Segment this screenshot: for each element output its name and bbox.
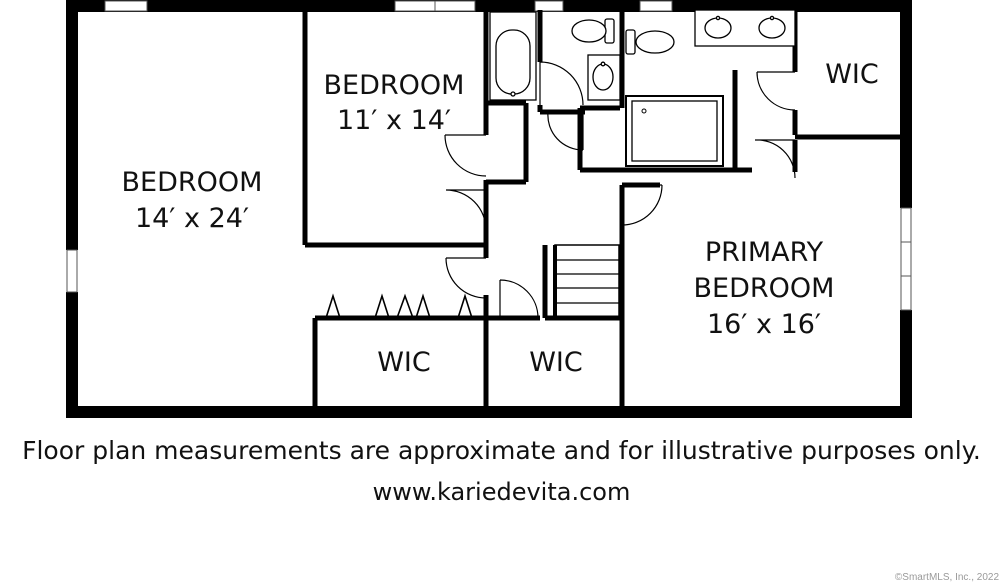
bedroom-mid-size: 11′ x 14′ [337, 105, 451, 136]
shower-icon [625, 95, 724, 167]
closet-bifold-doors [325, 293, 473, 319]
wic-top-right-label: WIC [825, 59, 879, 90]
interior-walls [302, 10, 906, 412]
disclaimer-text: Floor plan measurements are approximate … [22, 436, 981, 465]
website-link[interactable]: www.kariedevita.com [372, 478, 631, 506]
toilet-icon [571, 18, 615, 44]
sink-icon [587, 54, 621, 101]
room-labels: BEDROOM 14′ x 24′ BEDROOM 11′ x 14′ PRIM… [122, 59, 879, 378]
primary-bedroom-line1: PRIMARY [705, 237, 824, 268]
wic-bottom-mid-label: WIC [529, 347, 583, 378]
wic-bottom-left-label: WIC [377, 347, 431, 378]
windows [66, 0, 912, 311]
bedroom-mid-name: BEDROOM [324, 70, 465, 101]
copyright-text: ©SmartMLS, Inc., 2022 [894, 572, 999, 583]
bedroom-left-name: BEDROOM [122, 167, 263, 198]
toilet-icon-2 [625, 29, 675, 55]
double-vanity-icon [694, 9, 796, 47]
exterior-walls [66, 0, 912, 418]
floor-plan: BEDROOM 14′ x 24′ BEDROOM 11′ x 14′ PRIM… [66, 0, 912, 418]
primary-bedroom-size: 16′ x 16′ [707, 309, 821, 340]
bathtub-icon [489, 11, 537, 101]
doors [444, 61, 796, 319]
stairs [553, 244, 620, 319]
bedroom-left-size: 14′ x 24′ [135, 203, 249, 234]
primary-bedroom-line2: BEDROOM [694, 273, 835, 304]
